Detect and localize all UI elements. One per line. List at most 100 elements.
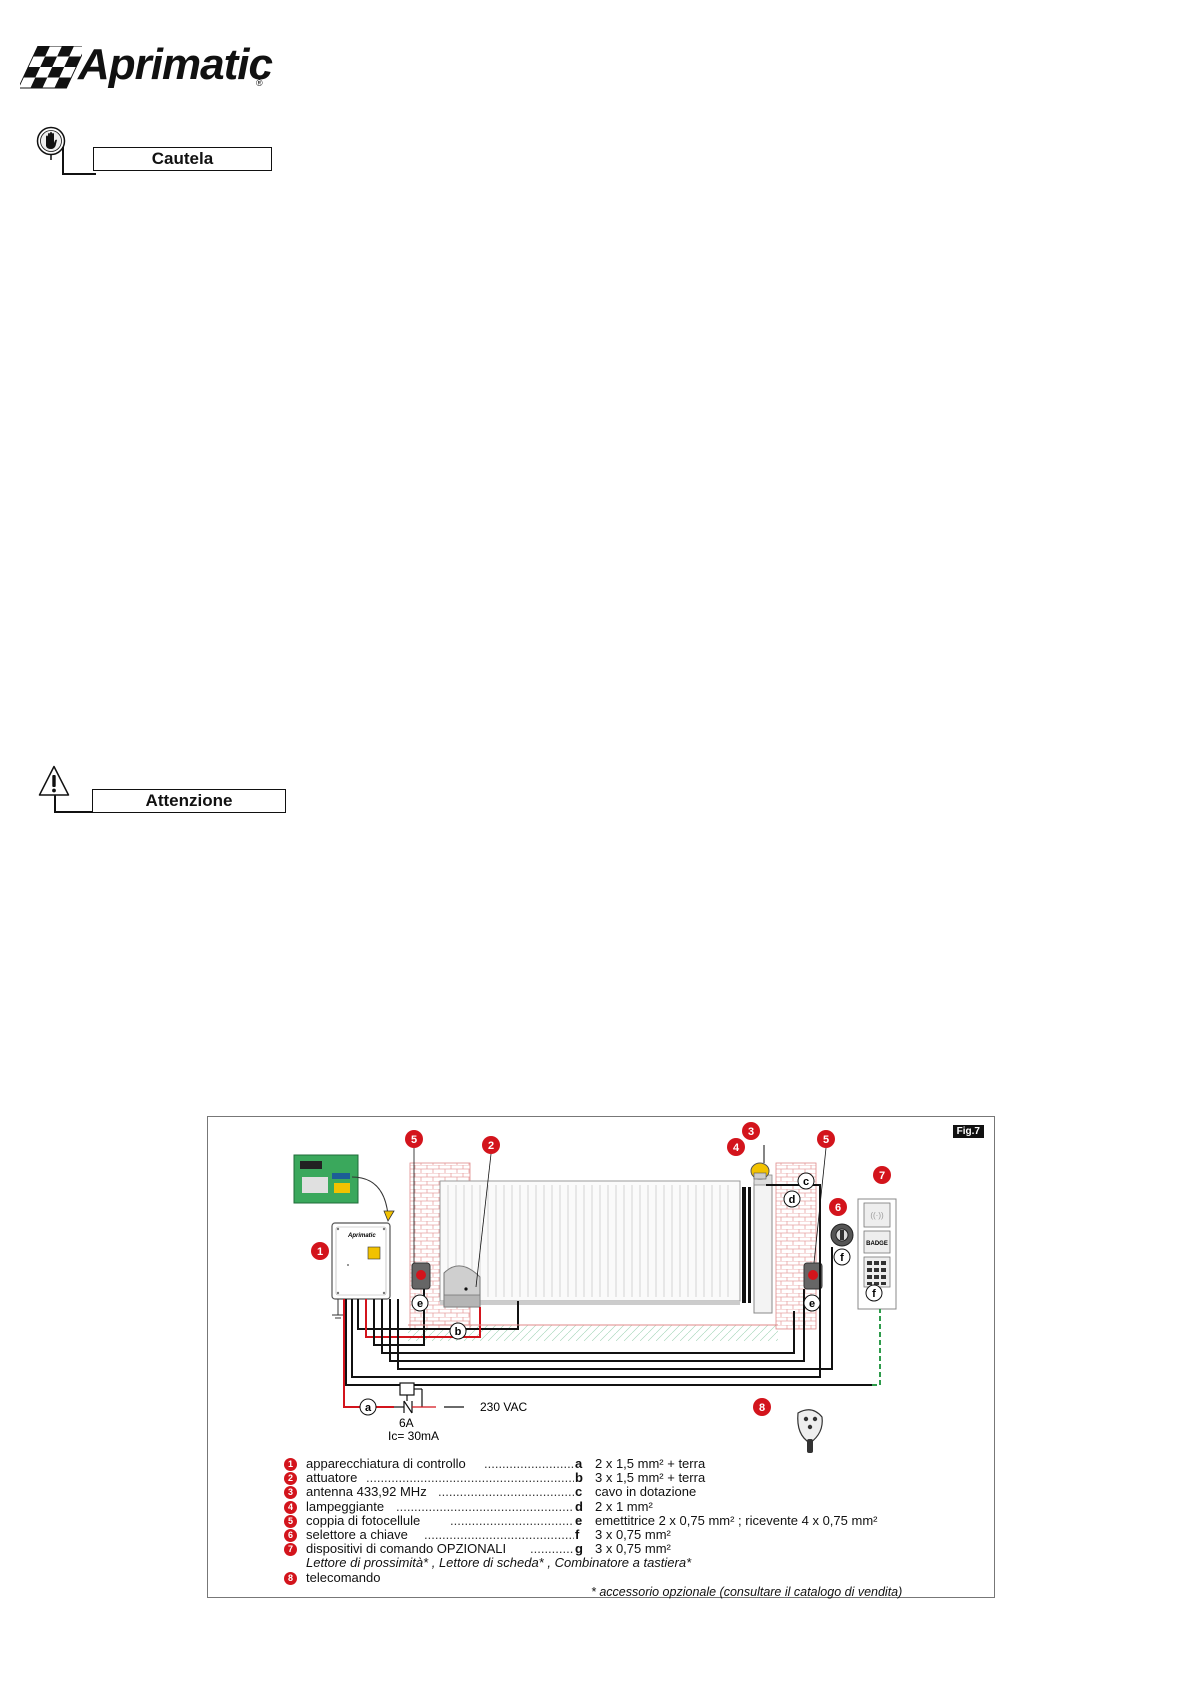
cable-letter-f: f [865,1284,883,1302]
supply-voltage: 230 VAC [480,1400,527,1414]
callouts: 1 2 3 4 5 5 6 7 8 [311,1122,891,1416]
legend-cable-code: g [575,1541,583,1557]
legend-row: 2 attuatore ............................… [284,1470,984,1486]
brand-name: Aprimatic [78,40,273,89]
legend-cable-spec: cavo in dotazione [595,1484,697,1500]
svg-text:e: e [417,1298,423,1310]
callout-2: 2 [482,1136,500,1154]
sliding-gate [439,1180,741,1305]
legend-cable-spec: 3 x 1,5 mm² + terra [595,1470,706,1486]
key-selector [830,1223,854,1247]
callout-7: 7 [873,1166,891,1184]
callout-4: 4 [727,1138,745,1156]
svg-text:((·)): ((·)) [870,1211,884,1220]
svg-text:d: d [789,1194,796,1206]
control-box: Aprimatic [331,1222,391,1300]
installation-diagram: Aprimatic [293,1122,897,1453]
legend-number: 4 [284,1500,297,1514]
registered-mark: ® [256,78,263,88]
callout-3: 3 [742,1122,760,1140]
legend-cable-spec: emettitrice 2 x 0,75 mm² ; ricevente 4 x… [595,1512,878,1528]
actuator [443,1265,481,1308]
legend-cable-code: e [575,1512,583,1528]
callout-5: 5 [817,1130,835,1148]
svg-text:2: 2 [488,1140,494,1152]
legend-cable-code: f [575,1526,580,1542]
checkered-flag-icon [20,46,82,89]
svg-text:5: 5 [823,1134,829,1146]
notice-label-attenzione: Attenzione [92,789,286,813]
gate-post [753,1182,773,1314]
legend-cable-code: a [575,1456,583,1471]
hand-stop-icon [36,126,66,160]
svg-text:c: c [803,1176,809,1188]
legend-item-name: antenna 433,92 MHz [306,1484,427,1500]
legend-number: 5 [284,1514,297,1528]
residual-current: Ic= 30mA [388,1429,439,1443]
flashing-lamp [750,1162,770,1180]
legend-cable-spec: 3 x 0,75 mm² [595,1526,671,1542]
svg-text:f: f [872,1288,876,1300]
legend-item-name: dispositivi di comando OPZIONALI [306,1541,507,1557]
cable-letters: a b c d e e f f [359,1172,883,1416]
callout-5: 5 [405,1130,423,1148]
control-board [293,1154,359,1204]
legend-cable-spec: 2 x 1,5 mm² + terra [595,1456,706,1471]
caution-notice: Cautela [36,126,272,176]
legend-cable-spec: 2 x 1 mm² [595,1498,653,1514]
svg-text:1: 1 [317,1246,323,1258]
power-supply [394,1382,464,1414]
legend-item-name: selettore a chiave [306,1526,408,1542]
legend-cable-spec: 3 x 0,75 mm² [595,1541,671,1557]
legend-number: 1 [284,1458,297,1471]
svg-text:BADGE: BADGE [866,1241,888,1247]
warning-notice: Attenzione [36,765,286,815]
legend-item-name: attuatore [306,1470,358,1486]
notice-label-cautela: Cautela [93,147,272,171]
legend-number: 3 [284,1486,297,1500]
legend-item-name: lampeggiante [306,1498,385,1514]
svg-text:6: 6 [835,1202,841,1214]
legend-row: Lettore di prossimità* , Lettore di sche… [284,1556,984,1570]
legend-number: 6 [284,1528,297,1542]
svg-text:e: e [809,1298,815,1310]
svg-text:3: 3 [748,1126,754,1138]
remote-control [797,1409,823,1453]
callout-1: 1 [311,1242,329,1260]
callout-6: 6 [829,1198,847,1216]
wiring [343,1184,881,1408]
cable-letter-e: e [411,1294,429,1312]
legend-number: 7 [284,1543,297,1557]
cable-letter-d: d [783,1190,801,1208]
legend-row: 1 apparecchiatura di controllo .........… [284,1456,984,1471]
callout-8: 8 [753,1398,771,1416]
legend-number: 2 [284,1472,297,1486]
svg-text:8: 8 [759,1402,765,1414]
legend-row: 7 dispositivi di comando OPZIONALI .....… [284,1541,984,1557]
photocell-right [803,1262,823,1290]
cable-letter-e: e [803,1294,821,1312]
svg-text:4: 4 [733,1142,740,1154]
legend-row: 4 lampeggiante .........................… [284,1498,984,1514]
figure-label: Fig.7 [952,1125,984,1138]
cable-letter-a: a [359,1398,377,1416]
cable-letter-c: c [797,1172,815,1190]
legend-row: 5 coppia di fotocellule ................… [284,1512,984,1528]
svg-text:Aprimatic: Aprimatic [347,1233,376,1239]
brand-logo: Aprimatic ® [20,40,273,104]
warning-triangle-icon [38,765,70,796]
svg-text:a: a [365,1402,372,1414]
legend-cable-code: c [575,1484,583,1500]
installation-figure: Fig.7 [207,1116,995,1599]
svg-text:7: 7 [879,1170,885,1182]
legend-cable-code: d [575,1498,583,1514]
figure-legend: 1 apparecchiatura di controllo .........… [284,1456,984,1585]
legend-row: 6 selettore a chiave ...................… [284,1526,984,1542]
svg-text:f: f [840,1252,844,1264]
legend-item-name: apparecchiatura di controllo [306,1456,466,1471]
legend-item-name: telecomando [306,1569,381,1585]
legend-number: 8 [284,1571,297,1585]
photocell-left [411,1262,431,1290]
legend-cable-code: b [575,1470,583,1486]
breaker-rating: 6A [399,1416,414,1430]
